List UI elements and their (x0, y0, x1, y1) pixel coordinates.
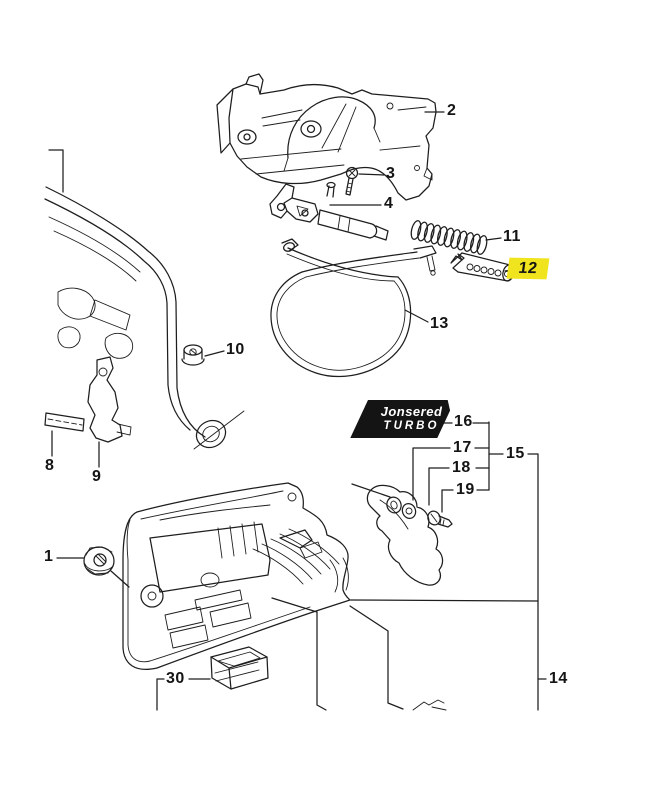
part-label-4: 4 (384, 195, 394, 212)
part-label-14: 14 (549, 670, 568, 687)
brake-lever-drawing (269, 181, 389, 241)
part-label-16: 16 (454, 413, 473, 430)
pivot-screw-drawing (345, 166, 359, 196)
spring-plunger-drawing (450, 252, 515, 282)
decal-brand-text: Jonsered (380, 404, 443, 419)
handle-guard-parts-drawing (44, 356, 132, 443)
brake-spring-drawing (410, 220, 488, 255)
part-label-12[interactable]: 12 (517, 259, 539, 277)
bar-nut-drawing (83, 546, 115, 576)
part-label-2: 2 (447, 102, 457, 119)
part-label-18: 18 (452, 459, 471, 476)
part-label-15: 15 (506, 445, 525, 462)
part-label-3: 3 (386, 165, 396, 182)
chain-brake-cover-drawing (216, 73, 437, 201)
part-label-8: 8 (45, 457, 55, 474)
part-label-10: 10 (226, 341, 245, 358)
chain-catcher-drawing (366, 484, 453, 586)
brake-band-drawing (270, 238, 437, 378)
part-label-1: 1 (44, 548, 54, 565)
part-label-11: 11 (503, 228, 521, 245)
grommet-drawing (181, 344, 205, 366)
part-label-13: 13 (430, 315, 449, 332)
part-12-highlight[interactable]: 12 (506, 257, 550, 280)
cover-plug-drawing (210, 646, 269, 690)
leader-lines (48, 111, 547, 711)
part-label-9: 9 (92, 468, 102, 485)
part-label-19: 19 (456, 481, 475, 498)
clutch-cover-drawing (122, 482, 351, 670)
part-label-17: 17 (453, 439, 472, 456)
decal-text-group: Jonsered TURBO (368, 400, 455, 438)
decal-model-text: TURBO (383, 420, 440, 432)
brand-decal: Jonsered TURBO (350, 399, 457, 438)
front-handle-drawing (44, 186, 245, 450)
part-label-30: 30 (166, 670, 185, 687)
